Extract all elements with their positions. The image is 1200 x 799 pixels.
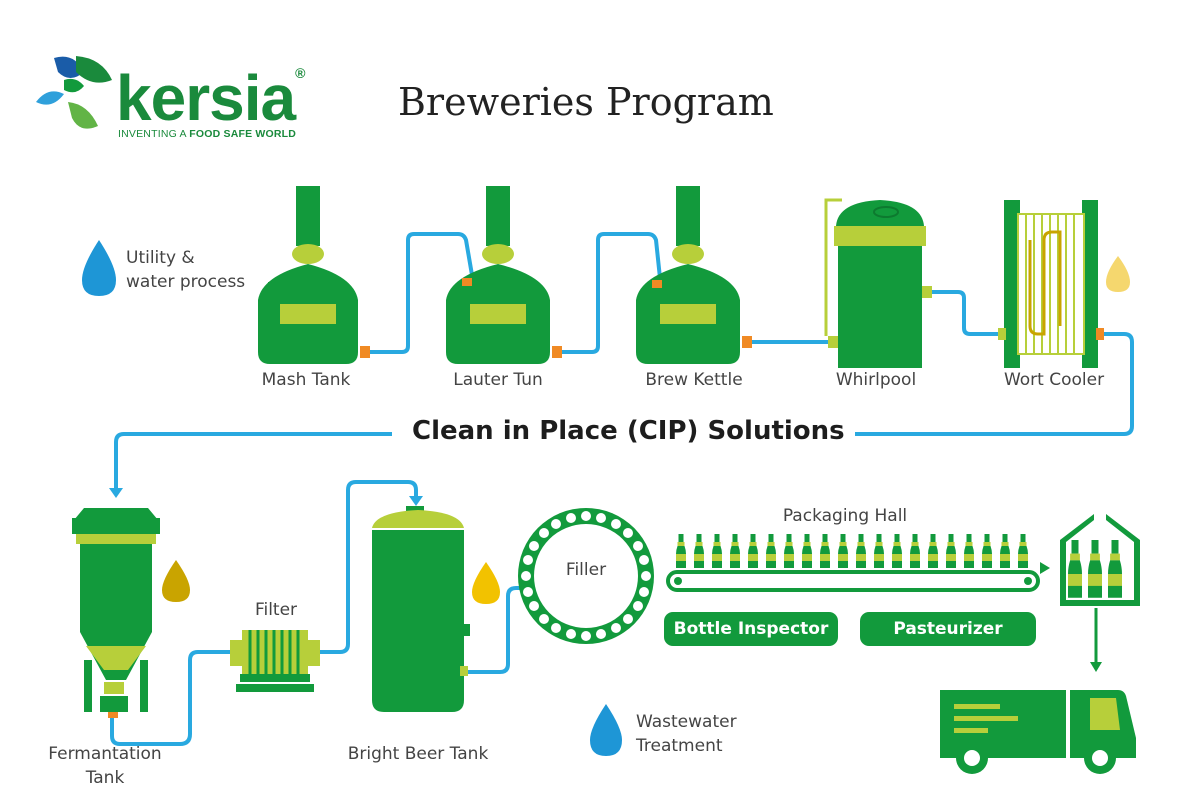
filter-graphic [230, 630, 320, 692]
bottle-inspector-button[interactable]: Bottle Inspector [664, 612, 838, 646]
brew-kettle-graphic [636, 186, 752, 364]
lauter-tun-graphic [446, 186, 562, 364]
bright-beer-tank-graphic [372, 506, 470, 712]
mash-tank-graphic [258, 186, 370, 364]
pipes-top [110, 232, 1134, 746]
station-label-packaging-hall: Packaging Hall [782, 506, 908, 526]
utility-water-label: Utility & water process [126, 248, 246, 292]
brand-logo-text: kersia® [116, 65, 305, 130]
kersia-logo-mark [36, 56, 112, 129]
wort-cooler-graphic [998, 200, 1104, 368]
pasteurizer-button[interactable]: Pasteurizer [860, 612, 1036, 646]
whirlpool-graphic [824, 198, 932, 368]
station-label-whirlpool: Whirlpool [835, 370, 917, 390]
bottle-case-graphic [1060, 514, 1140, 672]
filler-wheel-graphic [518, 508, 654, 644]
brand-tagline: INVENTING A FOOD SAFE WORLD [118, 128, 297, 140]
station-label-mash-tank: Mash Tank [261, 370, 351, 390]
station-label-brew-kettle: Brew Kettle [645, 370, 743, 390]
station-label-filter: Filter [254, 600, 298, 620]
station-label-filler: Filler [565, 560, 607, 580]
packaging-conveyor-graphic [666, 534, 1050, 592]
brand-name: kersia [116, 62, 296, 134]
station-label-lauter-tun: Lauter Tun [453, 370, 543, 390]
cip-solutions-heading: Clean in Place (CIP) Solutions [402, 416, 855, 446]
page-title: Breweries Program [398, 80, 774, 124]
wastewater-treatment-label: Wastewater Treatment [636, 712, 737, 756]
wastewater-drop-icon [590, 704, 622, 756]
delivery-truck-graphic [940, 690, 1136, 774]
bubbles-icon [1106, 256, 1130, 292]
registered-mark: ® [295, 65, 305, 81]
utility-water-drop-icon [82, 240, 116, 296]
fermentation-tank-graphic [72, 508, 160, 718]
fermentation-drop-icon [162, 560, 190, 602]
station-label-bright-beer-tank: Bright Beer Tank [347, 744, 489, 764]
station-label-wort-cooler: Wort Cooler [1003, 370, 1105, 390]
station-label-fermentation-tank: Fermantation Tank [48, 744, 162, 788]
bright-beer-drop-icon [472, 562, 500, 604]
